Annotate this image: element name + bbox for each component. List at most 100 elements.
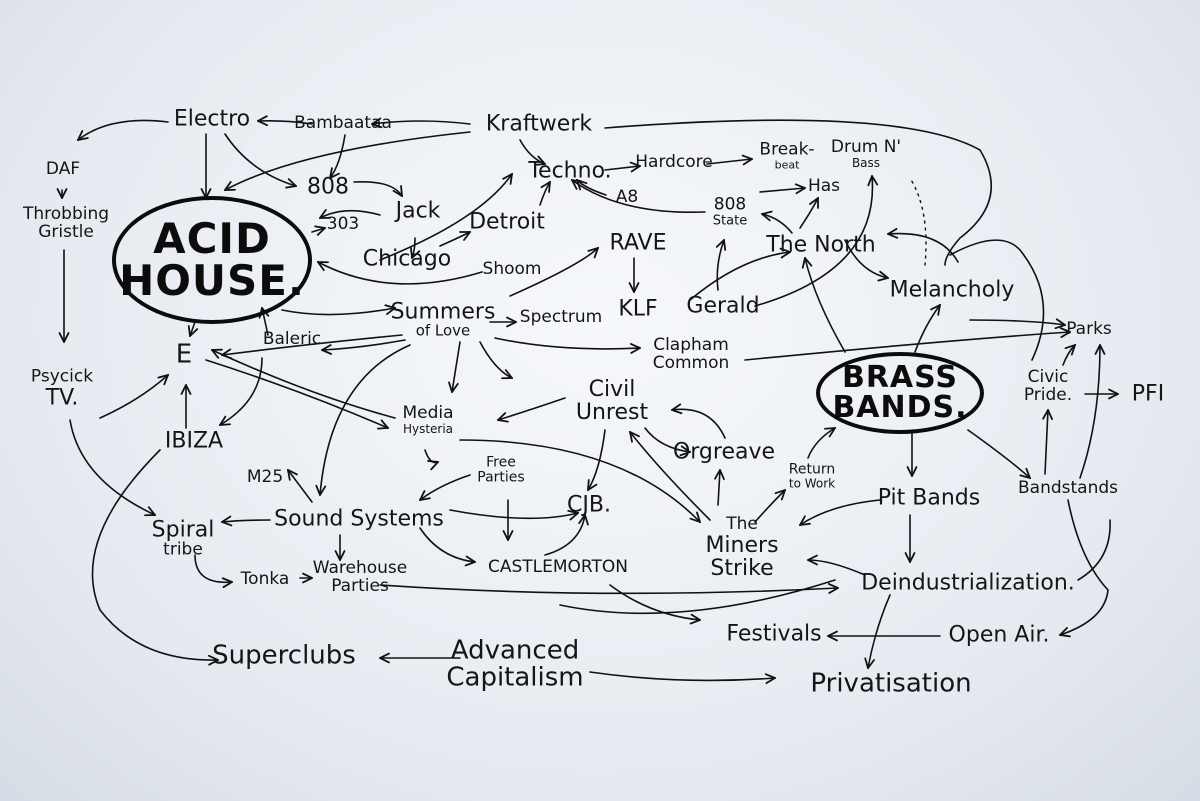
edge-kraftwerk-right (604, 119, 993, 266)
edge-ibiza-superclubs (91, 449, 219, 660)
node-privatisation: Privatisation (810, 668, 972, 699)
edge-electro-808 (224, 133, 296, 186)
edge-clapham-parks (744, 332, 1070, 361)
node-rave: RAVE (609, 230, 667, 256)
node-techno: Techno. (528, 158, 612, 184)
edge-jack-acid (320, 211, 381, 218)
node-has: Has (807, 176, 841, 197)
edge-bandstands-parks (1079, 345, 1100, 479)
civil-line-1: Civil (588, 376, 636, 402)
node-a8: A8 (615, 187, 639, 208)
node-ibiza: IBIZA (164, 428, 224, 454)
edge-acid-e (190, 321, 195, 336)
node-808: 808 (307, 174, 349, 200)
free-parties-line-1: Free (486, 454, 516, 471)
edge-brass-north (805, 258, 846, 353)
edge-soundsys-spiral (222, 520, 271, 522)
throbbing-gristle-line-1: Throbbing (22, 204, 110, 225)
node-orgreave: Orgreave (672, 439, 776, 465)
media-line-2: Hysteria (402, 421, 454, 436)
edge-media-e (212, 350, 396, 419)
edge-808-jack (353, 180, 402, 196)
edge-soundsys-cjb (449, 509, 578, 518)
node-tonka: Tonka (240, 569, 290, 590)
node-detroit: Detroit (469, 209, 545, 235)
miners-line-2: Miners (705, 532, 779, 558)
breakbeat-line-1: Break- (759, 139, 815, 160)
edge-spiral-tonka (194, 554, 232, 582)
summers-line-2: of Love (415, 321, 471, 340)
node-psychic-tv: Psycick TV. (30, 366, 94, 411)
civic-line-1: Civic (1027, 367, 1069, 388)
node-808-state: 808 State (713, 195, 747, 227)
spiral-line-1: Spiral (151, 517, 215, 543)
clapham-line-1: Clapham (653, 335, 729, 356)
node-civic-pride: Civic Pride. (1024, 367, 1072, 405)
edge-castle-festivals (609, 584, 700, 620)
advcap-line-1: Advanced (450, 635, 580, 666)
node-return-to-work: Return to Work (789, 462, 835, 489)
node-summers-of-love: Summers of Love (390, 299, 496, 340)
edge-civil-media (498, 397, 566, 420)
edge-summers-balearic (322, 339, 406, 350)
edge-e-media (205, 359, 388, 428)
node-chicago: Chicago (362, 246, 452, 272)
psychic-tv-line-1: Psycick (30, 366, 94, 387)
node-festivals: Festivals (726, 621, 822, 647)
node-pfi: PFI (1131, 381, 1165, 407)
node-parks: Parks (1066, 319, 1112, 340)
edge-summers-e (222, 334, 403, 355)
edge-summers-clapham (494, 337, 640, 349)
edge-deind-loop (559, 579, 836, 615)
edge-summers-media-2 (479, 341, 512, 378)
edge-orgreave-civil (672, 409, 726, 439)
node-daf: DAF (45, 159, 81, 180)
node-cjb: CJB. (567, 492, 611, 518)
node-civil-unrest: Civil Unrest (576, 378, 648, 424)
edge-acid-303 (311, 228, 325, 232)
node-pit-bands: Pit Bands (877, 485, 981, 511)
node-throbbing-gristle: Throbbing Gristle (22, 204, 110, 242)
node-e: E (175, 339, 193, 370)
edge-soundsys-m25 (288, 470, 313, 503)
node-open-air: Open Air. (948, 622, 1050, 648)
spiral-line-2: tribe (163, 539, 203, 560)
edge-melancholy-parks (969, 320, 1065, 325)
edge-civic-parks (1062, 345, 1075, 366)
edge-soundsys-castle (419, 527, 475, 562)
edge-summers-rave (509, 248, 598, 297)
edge-civil-orgreave (644, 427, 690, 452)
edge-bandstands-civic (1045, 410, 1048, 475)
edge-melancholy-dnb (909, 177, 927, 266)
edge-kraftwerk-acid (225, 131, 471, 190)
edge-north-melancholy (844, 239, 888, 278)
node-free-parties: Free Parties (477, 455, 524, 484)
node-the-miners-strike: The Miners Strike (705, 515, 779, 581)
edge-808state-has (759, 188, 805, 192)
edge-electro-daf (78, 119, 169, 140)
edge-kraftwerk-techno (519, 139, 545, 164)
edge-808state-techno (572, 180, 706, 214)
edge-hardcore-breakbeat (706, 159, 752, 164)
edge-deind-openair-right (1077, 519, 1111, 581)
edge-north-808state (762, 214, 793, 234)
node-breakbeat: Break- beat (759, 139, 815, 170)
edge-detroit-techno (539, 182, 550, 206)
edges (62, 120, 1118, 680)
brass-bands-line-2: BANDS. (832, 390, 968, 425)
node-castlemorton: CASTLEMORTON (488, 557, 628, 578)
psychic-tv-line-2: TV. (45, 385, 79, 411)
node-klf: KLF (618, 296, 658, 322)
edge-shoom-acid (318, 262, 483, 285)
summers-line-1: Summers (390, 299, 496, 325)
node-superclubs: Superclubs (212, 640, 356, 671)
edge-freeparties-soundsys (420, 474, 471, 500)
drum-n-bass-line-2: Bass (851, 155, 881, 170)
node-jack: Jack (395, 198, 441, 224)
edge-psychic-e (99, 375, 168, 419)
edge-miners-return (754, 490, 785, 523)
edge-chicago-techno (379, 174, 512, 261)
miners-line-3: Strike (710, 555, 774, 581)
